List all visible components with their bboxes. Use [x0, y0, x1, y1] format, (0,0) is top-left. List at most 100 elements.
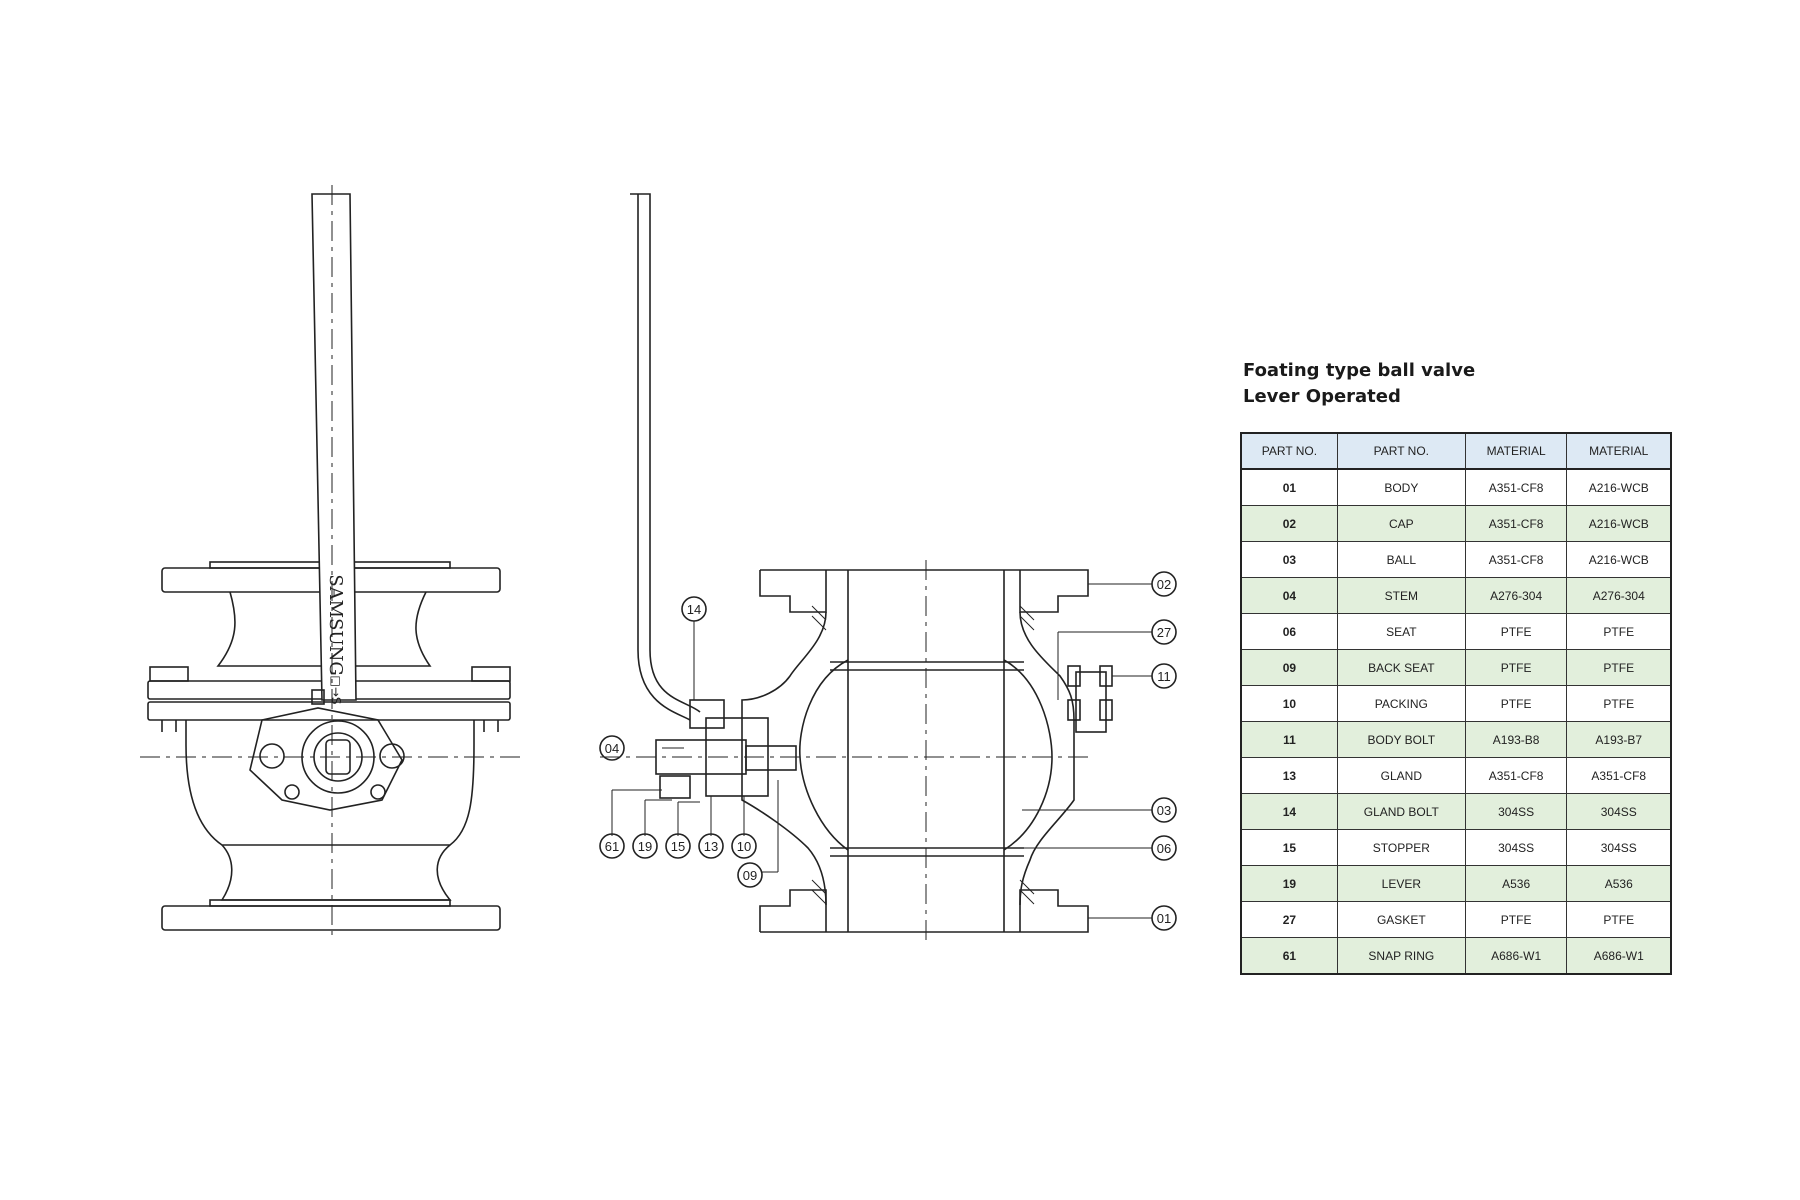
section-lever-inner — [637, 194, 691, 721]
callout-27: 27 — [1157, 625, 1171, 640]
cell-material-2: PTFE — [1566, 901, 1672, 938]
front-view — [140, 185, 520, 940]
cell-part-no: 13 — [1240, 757, 1338, 794]
cell-material-1: A276-304 — [1464, 577, 1568, 614]
section-ball-left — [798, 659, 849, 851]
drawing-title: Foating type ball valve Lever Operated — [1243, 358, 1475, 410]
section-body-left — [741, 611, 827, 906]
lever-mark: □→S — [329, 675, 343, 704]
cell-material-2: A351-CF8 — [1566, 757, 1672, 794]
cell-part-name: GLAND — [1336, 757, 1466, 794]
cell-part-no: 04 — [1240, 577, 1338, 614]
callout-15: 15 — [671, 839, 685, 854]
front-bottom-flange — [161, 905, 501, 931]
front-bolt-head-left — [149, 666, 189, 682]
cell-material-1: A193-B8 — [1464, 721, 1568, 758]
cell-material-1: A351-CF8 — [1464, 541, 1568, 578]
cell-material-2: A193-B7 — [1566, 721, 1672, 758]
cell-part-name: SNAP RING — [1336, 937, 1466, 975]
front-boss-hole-right — [370, 784, 386, 800]
callout-14: 14 — [687, 602, 701, 617]
cell-material-1: A686-W1 — [1464, 937, 1568, 975]
title-line-1: Foating type ball valve — [1243, 360, 1476, 381]
callout-02: 02 — [1157, 577, 1171, 592]
cell-part-no: 14 — [1240, 793, 1338, 830]
cell-part-no: 02 — [1240, 505, 1338, 542]
section-gland-bolt — [689, 699, 725, 729]
cell-part-name: BACK SEAT — [1336, 649, 1466, 686]
section-bottom-flange-right — [760, 889, 1089, 933]
header-part-no: PART NO. — [1240, 432, 1338, 470]
section-view — [600, 193, 1113, 945]
callout-61: 61 — [605, 839, 619, 854]
cell-material-2: A216-WCB — [1566, 468, 1672, 506]
cell-part-name: CAP — [1336, 505, 1466, 542]
cell-part-name: GASKET — [1336, 901, 1466, 938]
cell-part-name: BODY BOLT — [1336, 721, 1466, 758]
cell-part-no: 61 — [1240, 937, 1338, 975]
section-snap-ring — [659, 775, 691, 799]
callout-13: 13 — [704, 839, 718, 854]
front-boss-hole-left — [284, 784, 300, 800]
front-stopper — [311, 689, 325, 705]
cell-material-2: 304SS — [1566, 829, 1672, 866]
section-lever — [630, 193, 701, 713]
section-gland — [705, 717, 769, 797]
section-top-flange-left — [759, 570, 827, 613]
cell-part-name: LEVER — [1336, 865, 1466, 902]
cell-material-1: PTFE — [1464, 649, 1568, 686]
cell-material-1: A351-CF8 — [1464, 505, 1568, 542]
callout-01: 01 — [1157, 911, 1171, 926]
header-material-1: MATERIAL — [1464, 432, 1568, 470]
lever-brand: SAMSUNG — [325, 574, 346, 675]
cell-part-name: BODY — [1336, 468, 1466, 506]
cell-material-2: 304SS — [1566, 793, 1672, 830]
title-line-2: Lever Operated — [1243, 386, 1401, 407]
cell-material-1: PTFE — [1464, 901, 1568, 938]
cell-part-name: GLAND BOLT — [1336, 793, 1466, 830]
section-body-bolt — [1075, 671, 1107, 733]
cell-part-name: STEM — [1336, 577, 1466, 614]
front-bolt-head-right — [471, 666, 511, 682]
callout-10: 10 — [737, 839, 751, 854]
callout-04: 04 — [605, 741, 619, 756]
cell-part-no: 03 — [1240, 541, 1338, 578]
callout-03: 03 — [1157, 803, 1171, 818]
cell-material-2: A216-WCB — [1566, 541, 1672, 578]
front-lower-neck — [220, 844, 452, 901]
cell-material-2: A276-304 — [1566, 577, 1672, 614]
callout-circles — [599, 571, 1177, 931]
cell-part-no: 27 — [1240, 901, 1338, 938]
callout-09: 09 — [743, 868, 757, 883]
callout-06: 06 — [1157, 841, 1171, 856]
cell-part-no: 01 — [1240, 468, 1338, 506]
section-stem-end — [745, 745, 797, 771]
section-body-right — [1019, 611, 1075, 906]
leader-lines — [611, 583, 1152, 919]
front-boss-bolt-left — [259, 743, 285, 769]
cell-material-1: 304SS — [1464, 829, 1568, 866]
cell-material-2: PTFE — [1566, 685, 1672, 722]
cell-part-name: SEAT — [1336, 613, 1466, 650]
cell-material-1: A351-CF8 — [1464, 468, 1568, 506]
section-bottom-flange-left — [759, 889, 827, 932]
cell-part-name: STOPPER — [1336, 829, 1466, 866]
section-ball-right — [1003, 659, 1053, 851]
cell-part-no: 09 — [1240, 649, 1338, 686]
